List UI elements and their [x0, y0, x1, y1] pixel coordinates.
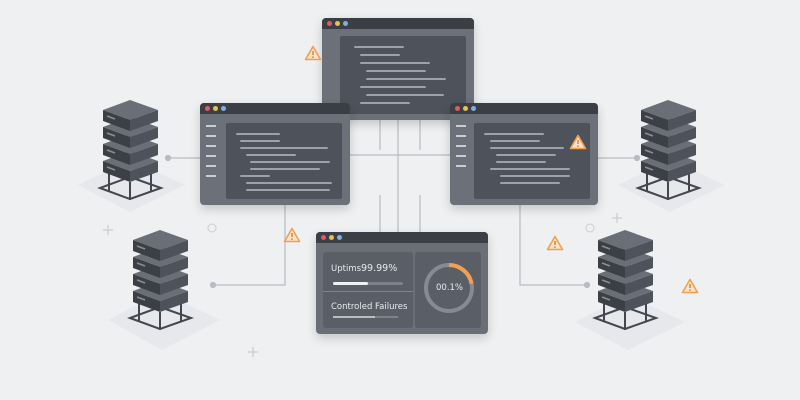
uptime-value: 99.99% — [361, 263, 398, 274]
gauge-value: 00.1% — [436, 283, 464, 293]
failures-progress-bar — [333, 316, 398, 318]
code-window-left — [200, 103, 350, 205]
warning-icon — [283, 227, 301, 243]
server-icon — [590, 230, 665, 330]
warning-icon — [569, 134, 587, 150]
code-window-right — [450, 103, 598, 205]
failures-label: Controled Failures — [331, 302, 408, 312]
warning-icon — [681, 278, 699, 294]
uptime-label: Uptims — [331, 264, 362, 274]
server-icon — [633, 100, 708, 200]
uptime-progress-bar — [333, 282, 403, 285]
server-icon — [125, 230, 200, 330]
warning-icon — [304, 45, 322, 61]
dashboard-window: Uptims 99.99% Controled Failures 00.1% — [316, 232, 488, 334]
warning-icon — [546, 235, 564, 251]
code-window-top — [322, 18, 474, 120]
server-icon — [95, 100, 170, 200]
gauge-icon — [424, 263, 474, 313]
